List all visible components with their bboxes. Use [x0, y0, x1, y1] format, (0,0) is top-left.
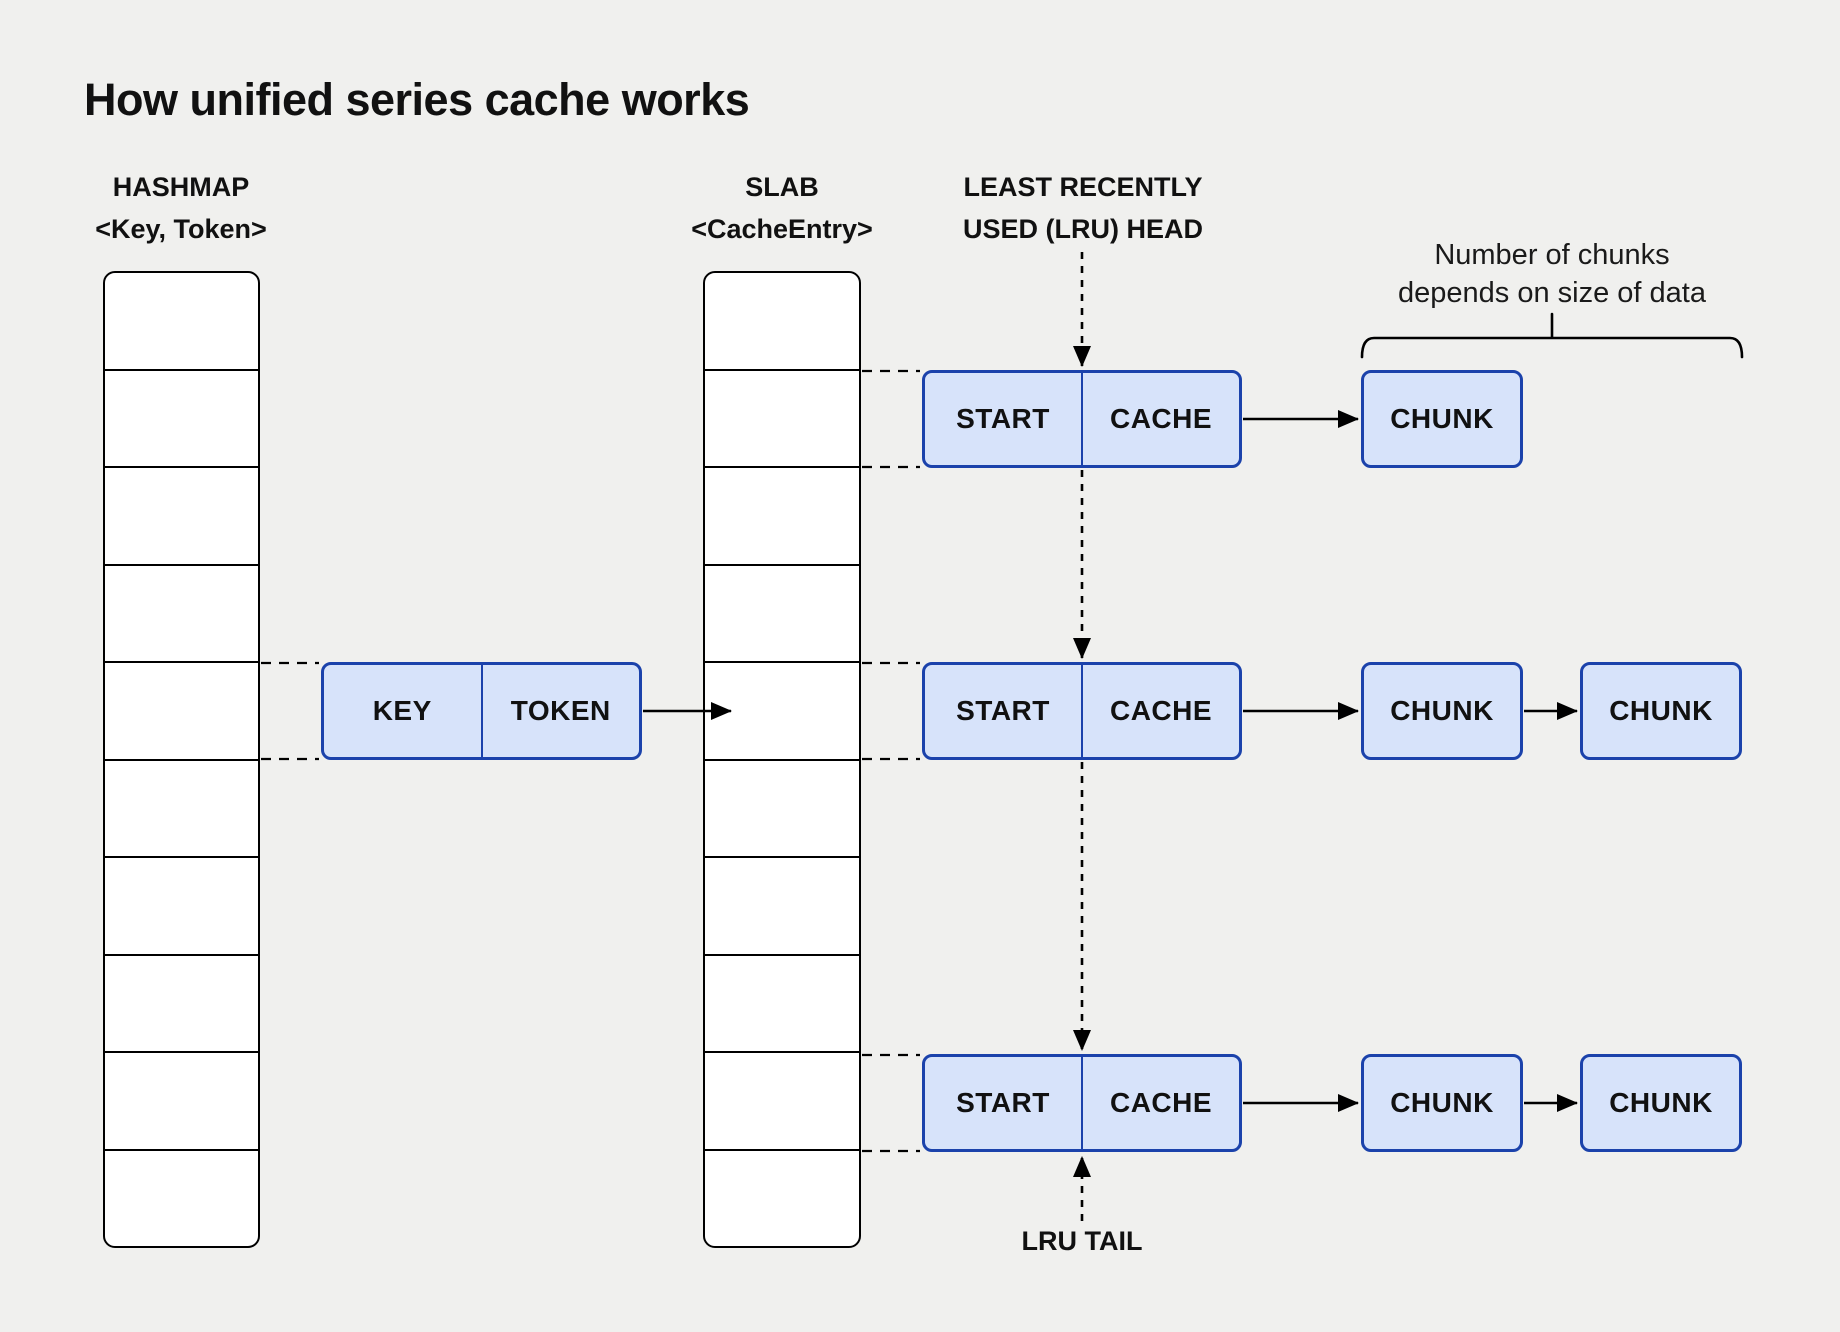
chunk-node: CHUNK — [1580, 1054, 1742, 1152]
start-cell: START — [956, 695, 1050, 726]
chunks-bracket — [1360, 312, 1744, 359]
slab-cell — [705, 563, 859, 662]
hashmap-cell — [105, 563, 258, 662]
slab-cell — [705, 953, 859, 1052]
lru-head-label-line2: USED (LRU) HEAD — [963, 214, 1203, 244]
lru-tail-label: LRU TAIL — [1021, 1226, 1143, 1256]
hashmap-cell — [105, 758, 258, 857]
hashmap-cell — [105, 1051, 258, 1149]
slab-label: SLAB <CacheEntry> — [632, 166, 932, 250]
slab-label-line1: SLAB — [745, 172, 819, 202]
hashmap-label-line1: HASHMAP — [112, 172, 250, 202]
slab-cell — [705, 273, 859, 369]
hashmap-cell — [105, 273, 258, 369]
hashmap-keytoken-dashed-links — [261, 661, 319, 761]
slab-label-line2: <CacheEntry> — [691, 214, 873, 244]
hashmap-cell — [105, 953, 258, 1052]
slab-cell — [705, 758, 859, 857]
chunk-node: CHUNK — [1361, 370, 1523, 468]
token-cell: TOKEN — [480, 665, 640, 757]
hashmap-cell — [105, 1148, 258, 1247]
page-title: How unified series cache works — [84, 74, 750, 125]
hashmap-cell-linked — [105, 661, 258, 759]
key-token-node: KEY TOKEN — [321, 662, 642, 760]
cache-entry-node-2: START CACHE — [922, 662, 1242, 760]
hashmap-column — [103, 271, 260, 1248]
slab-column — [703, 271, 861, 1248]
slab-cell-linked — [705, 368, 859, 467]
hashmap-cell — [105, 856, 258, 954]
chunk-node: CHUNK — [1361, 662, 1523, 760]
cache-cell: CACHE — [1081, 665, 1239, 757]
chunks-annotation-line1: Number of chunks — [1434, 239, 1670, 271]
start-cell: START — [956, 1087, 1050, 1118]
chunk-node: CHUNK — [1361, 1054, 1523, 1152]
slab-cell — [705, 1148, 859, 1247]
chunks-annotation: Number of chunks depends on size of data — [1362, 236, 1742, 312]
chunk-node: CHUNK — [1580, 662, 1742, 760]
lru-head-label-line1: LEAST RECENTLY — [963, 172, 1203, 202]
cache-cell: CACHE — [1081, 1057, 1239, 1149]
slab-entry-dashed-links — [862, 369, 920, 1153]
cache-entry-node-3: START CACHE — [922, 1054, 1242, 1152]
hashmap-label-line2: <Key, Token> — [95, 214, 267, 244]
slab-cell-linked — [705, 1051, 859, 1149]
chunks-annotation-line2: depends on size of data — [1398, 277, 1706, 309]
cache-entry-node-1: START CACHE — [922, 370, 1242, 468]
key-cell: KEY — [372, 695, 432, 726]
slab-cell — [705, 856, 859, 954]
lru-head-label: LEAST RECENTLY USED (LRU) HEAD — [933, 166, 1233, 250]
hashmap-cell — [105, 368, 258, 467]
cache-cell: CACHE — [1081, 373, 1239, 465]
hashmap-cell — [105, 466, 258, 564]
slab-cell — [705, 466, 859, 564]
slab-cell-linked — [705, 661, 859, 759]
hashmap-label: HASHMAP <Key, Token> — [31, 166, 331, 250]
start-cell: START — [956, 403, 1050, 434]
